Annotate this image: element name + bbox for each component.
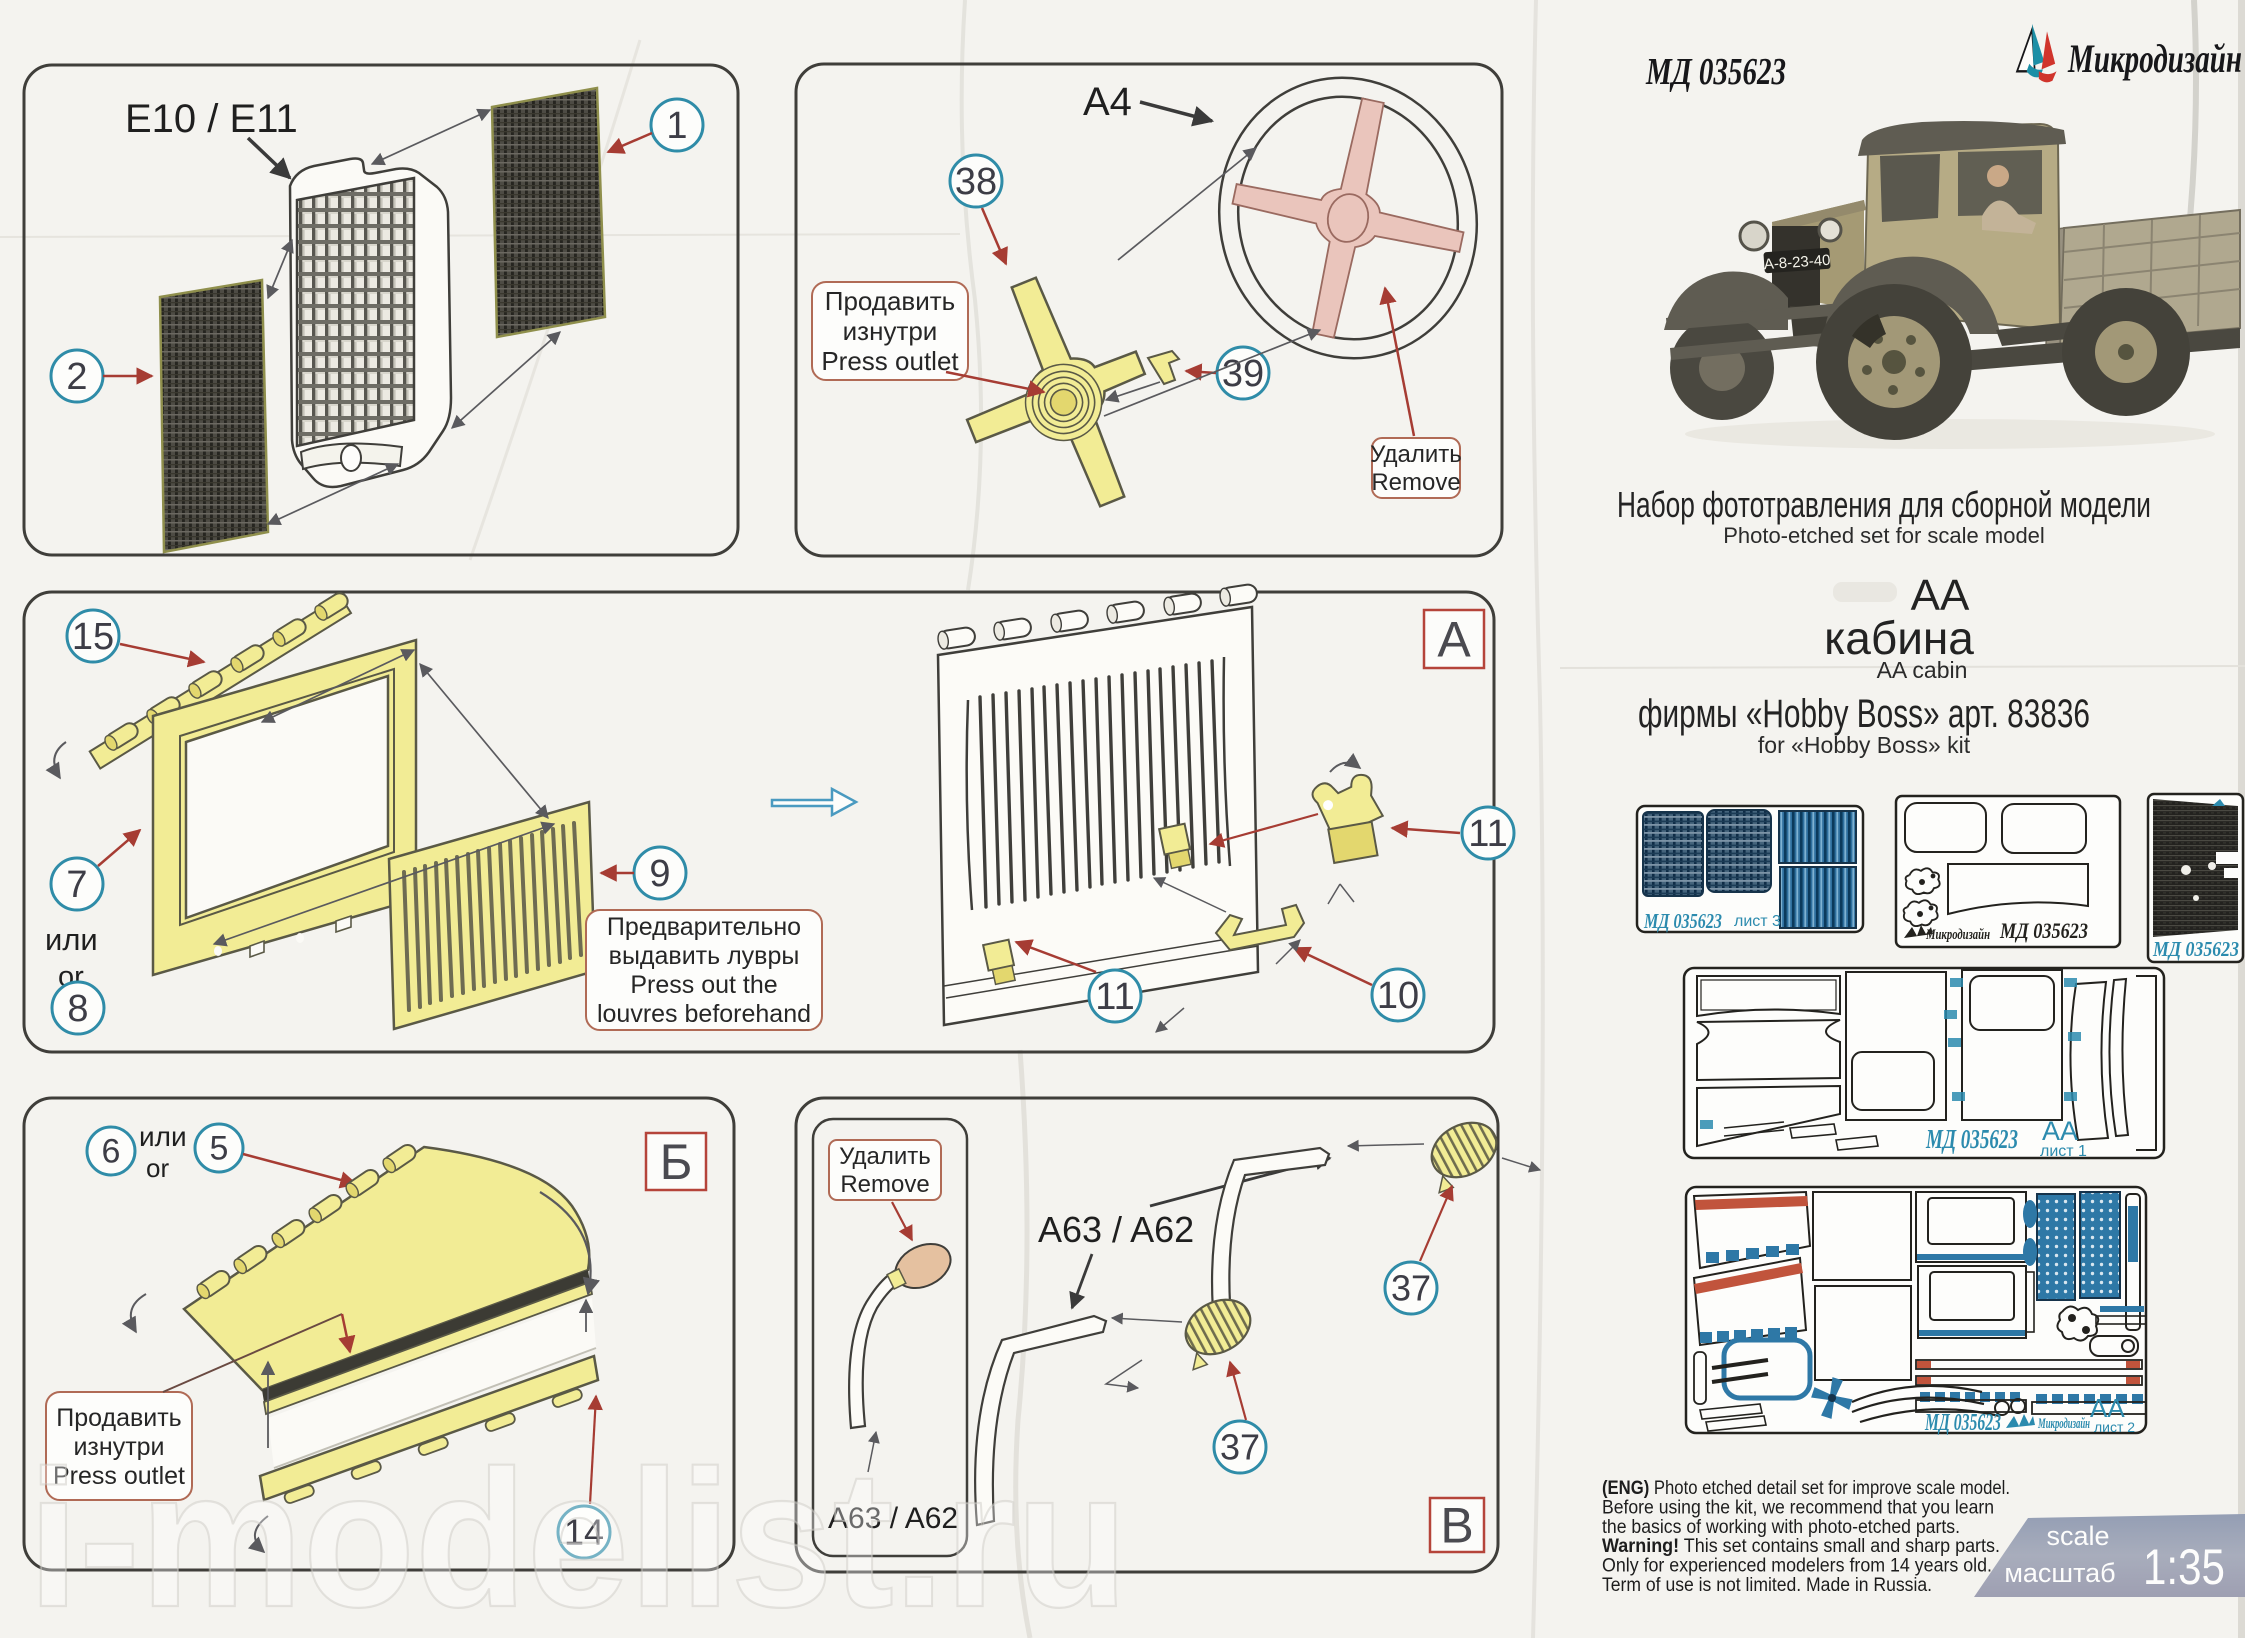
svg-text:Микродизайн: Микродизайн bbox=[1925, 927, 1990, 943]
svg-text:37: 37 bbox=[1220, 1426, 1260, 1467]
svg-text:37: 37 bbox=[1391, 1267, 1431, 1308]
svg-text:Удалить: Удалить bbox=[1370, 441, 1462, 468]
svg-text:2: 2 bbox=[66, 356, 87, 398]
svg-text:МД 035623: МД 035623 bbox=[1999, 918, 2088, 943]
svg-text:38: 38 bbox=[955, 161, 997, 203]
svg-text:МД 035623: МД 035623 bbox=[1925, 1124, 2018, 1154]
svg-text:for «Hobby Boss» kit: for «Hobby Boss» kit bbox=[1758, 732, 1971, 758]
svg-text:В: В bbox=[1440, 1498, 1473, 1554]
svg-text:i-modelist.ru: i-modelist.ru bbox=[28, 1430, 1128, 1638]
svg-text:фирмы «Hobby Boss» арт. 83836: фирмы «Hobby Boss» арт. 83836 bbox=[1638, 692, 2090, 736]
svg-text:(ENG) Photo etched detail set: (ENG) Photo etched detail set for improv… bbox=[1602, 1478, 2010, 1499]
svg-text:масштаб: масштаб bbox=[2004, 1558, 2115, 1588]
svg-text:AA: AA bbox=[2042, 1116, 2078, 1146]
svg-text:Remove: Remove bbox=[1371, 469, 1460, 496]
svg-text:выдавить лувры: выдавить лувры bbox=[609, 942, 800, 970]
svg-text:Only for experienced modelers: Only for experienced modelers from 14 ye… bbox=[1602, 1556, 1992, 1577]
svg-text:Press outlet: Press outlet bbox=[53, 1462, 185, 1490]
svg-text:МД 035623: МД 035623 bbox=[1643, 909, 1722, 933]
svg-text:AA cabin: AA cabin bbox=[1877, 657, 1968, 683]
svg-text:лист 3: лист 3 bbox=[1734, 913, 1781, 930]
svg-text:лист 2: лист 2 bbox=[2094, 1419, 2135, 1435]
svg-text:или: или bbox=[45, 922, 98, 957]
svg-text:or: or bbox=[146, 1153, 169, 1183]
svg-text:1:35: 1:35 bbox=[2143, 1539, 2225, 1595]
svg-text:1: 1 bbox=[666, 105, 687, 147]
svg-text:8: 8 bbox=[67, 988, 88, 1030]
svg-text:5: 5 bbox=[210, 1130, 229, 1168]
svg-text:Press out the: Press out the bbox=[630, 971, 777, 999]
svg-text:МД 035623: МД 035623 bbox=[2152, 937, 2239, 961]
svg-text:9: 9 bbox=[649, 853, 670, 895]
svg-text:Продавить: Продавить bbox=[56, 1404, 181, 1432]
svg-text:7: 7 bbox=[66, 864, 87, 906]
svg-text:МД 035623: МД 035623 bbox=[1924, 1410, 2001, 1436]
svg-text:6: 6 bbox=[102, 1133, 121, 1171]
svg-text:или: или bbox=[139, 1121, 187, 1152]
svg-text:the basics of working with pho: the basics of working with photo-etched … bbox=[1602, 1517, 1960, 1538]
svg-text:AA: AA bbox=[2090, 1393, 2125, 1423]
svg-text:А-8-23-40: А-8-23-40 bbox=[1763, 252, 1831, 274]
svg-text:scale: scale bbox=[2046, 1521, 2109, 1551]
svg-text:А: А bbox=[1437, 612, 1471, 668]
svg-text:Набор фототравления для сборно: Набор фототравления для сборной модели bbox=[1617, 484, 2151, 525]
svg-text:изнутри: изнутри bbox=[73, 1433, 164, 1461]
svg-text:A63 / A62: A63 / A62 bbox=[828, 1502, 958, 1535]
svg-text:Remove: Remove bbox=[840, 1171, 929, 1198]
svg-text:14: 14 bbox=[564, 1511, 604, 1552]
svg-text:АА: АА bbox=[1911, 571, 1970, 620]
svg-text:A4: A4 bbox=[1083, 80, 1132, 124]
svg-text:Term of use is not limited. Ma: Term of use is not limited. Made in Russ… bbox=[1602, 1575, 1932, 1596]
svg-text:louvres beforehand: louvres beforehand bbox=[597, 1000, 811, 1028]
svg-text:Before using the kit, we recom: Before using the kit, we recommend that … bbox=[1602, 1497, 1994, 1518]
svg-text:11: 11 bbox=[1095, 976, 1134, 1018]
svg-text:10: 10 bbox=[1377, 975, 1419, 1017]
svg-text:39: 39 bbox=[1222, 353, 1264, 395]
svg-text:Удалить: Удалить bbox=[839, 1143, 931, 1170]
svg-text:Микродизайн: Микродизайн bbox=[2037, 1416, 2090, 1432]
svg-text:Продавить: Продавить bbox=[825, 286, 955, 316]
svg-text:Предварительно: Предварительно bbox=[607, 913, 801, 941]
svg-text:Warning! This set contains sma: Warning! This set contains small and sha… bbox=[1602, 1536, 2000, 1557]
svg-text:11: 11 bbox=[1468, 813, 1507, 855]
svg-text:изнутри: изнутри bbox=[843, 316, 938, 346]
svg-text:A63 / A62: A63 / A62 bbox=[1038, 1209, 1194, 1250]
svg-text:Микродизайн: Микродизайн bbox=[2067, 36, 2242, 81]
svg-text:Press outlet: Press outlet bbox=[821, 346, 959, 376]
svg-text:Photo-etched set for scale mod: Photo-etched set for scale model bbox=[1723, 523, 2045, 548]
svg-text:Б: Б bbox=[660, 1134, 693, 1190]
svg-text:лист 1: лист 1 bbox=[2040, 1143, 2087, 1160]
svg-text:E10 / E11: E10 / E11 bbox=[125, 97, 298, 141]
svg-text:кабина: кабина bbox=[1824, 612, 1974, 664]
svg-text:15: 15 bbox=[72, 616, 114, 658]
svg-text:МД 035623: МД 035623 bbox=[1645, 51, 1786, 93]
